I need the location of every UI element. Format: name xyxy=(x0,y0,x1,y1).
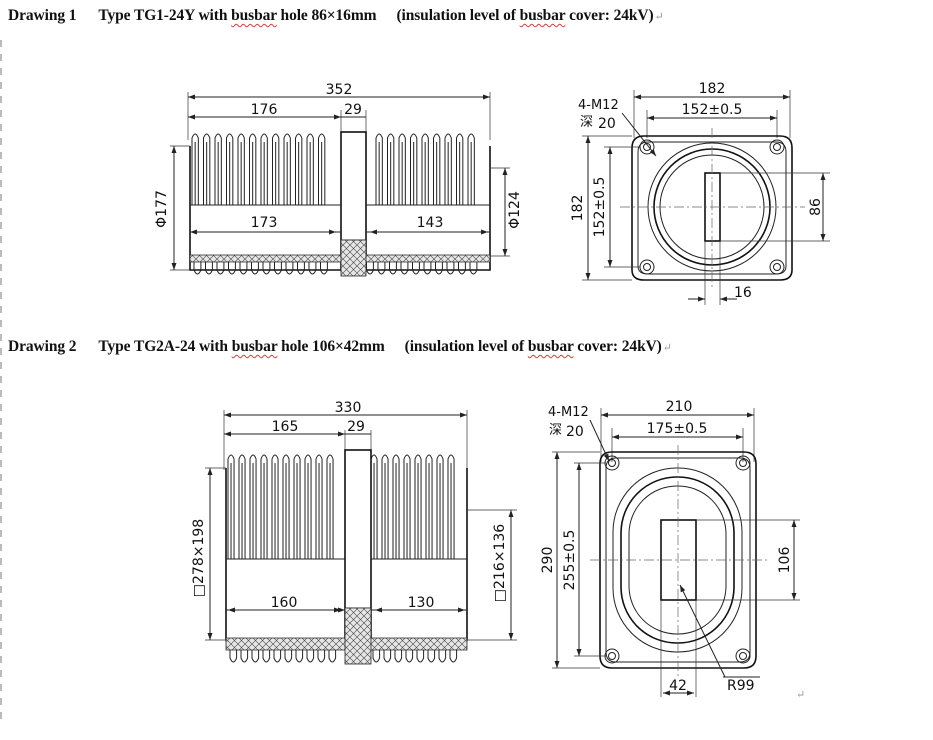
drawing1-side-view: 352 176 29 173 143 Φ177 Φ124 xyxy=(154,82,523,277)
d1-left-inner-dim: 173 xyxy=(251,215,278,231)
left-margin-guide xyxy=(0,40,2,720)
d1-inner-dia: Φ124 xyxy=(507,191,523,229)
drawing2-note-pre: (insulation level of xyxy=(404,338,528,355)
d2-half-dim: 165 xyxy=(272,419,299,435)
d1-end-width: 182 xyxy=(699,81,726,97)
d1-end-hole-h: 152±0.5 xyxy=(682,102,743,118)
drawing1-note-post: cover: 24kV) xyxy=(565,7,654,24)
d1-bolt-depth-glyph: 深 xyxy=(580,115,593,130)
d1-end-hole-v: 152±0.5 xyxy=(592,177,608,238)
d2-end-hole-h: 175±0.5 xyxy=(647,421,708,437)
d2-band-dim: 29 xyxy=(347,419,365,435)
d2-slot-height: 106 xyxy=(777,547,793,574)
d2-left-inner-dim: 160 xyxy=(271,595,298,611)
d1-end-height: 182 xyxy=(570,195,586,222)
paragraph-mark: ↵ xyxy=(654,11,664,23)
drawing1-caption: Drawing 1 Type TG1-24Y with busbar hole 8… xyxy=(8,7,664,25)
d1-overall-dim: 352 xyxy=(326,82,353,98)
d2-overall-dim: 330 xyxy=(335,400,362,416)
drawing1-busbar-word: busbar xyxy=(231,7,277,24)
d1-slot-height: 86 xyxy=(808,198,824,216)
drawing2-end-view: 210 175±0.5 4-M12 深 20 290 255±0.5 106 xyxy=(540,399,800,697)
drawing2-type-text: Type TG2A-24 with xyxy=(98,338,232,355)
d2-end-height: 290 xyxy=(540,547,556,574)
drawing1-hole-text: hole 86×16mm xyxy=(276,7,377,24)
d2-bolt-depth: 20 xyxy=(566,424,584,440)
d2-outer-size: □278×198 xyxy=(191,519,207,597)
d2-bolt-spec: 4-M12 xyxy=(548,405,589,420)
d1-outer-dia: Φ177 xyxy=(154,190,170,228)
end-paragraph-mark: ↵ xyxy=(796,689,806,701)
drawing2-label: Drawing 2 xyxy=(8,338,77,355)
d1-half-dim: 176 xyxy=(251,102,278,118)
drawing2-side-view: 330 165 29 160 130 □278×198 □216×136 xyxy=(191,400,517,665)
drawing2-note-post: cover: 24kV) xyxy=(573,338,662,355)
d2-bolt-depth-glyph: 深 xyxy=(549,423,562,438)
d2-radius: R99 xyxy=(727,678,755,694)
d1-right-inner-dim: 143 xyxy=(417,215,444,231)
drawing2-note-busbar: busbar xyxy=(527,338,574,355)
d1-band-dim: 29 xyxy=(344,102,362,118)
drawing2-caption: Drawing 2 Type TG2A-24 with busbar hole 1… xyxy=(8,338,672,356)
d2-end-hole-v: 255±0.5 xyxy=(562,530,578,591)
d2-right-inner-dim: 130 xyxy=(408,595,435,611)
d1-bolt-depth: 20 xyxy=(598,116,616,132)
d1-bolt-spec: 4-M12 xyxy=(578,98,619,113)
paragraph-mark: ↵ xyxy=(662,342,672,354)
d2-bolt-holes xyxy=(604,455,751,664)
d1-slot-width: 16 xyxy=(734,285,752,301)
drawing2-hole-text: hole 106×42mm xyxy=(277,338,385,355)
d2-slot-width: 42 xyxy=(669,678,687,694)
drawing1-end-view: 182 152±0.5 4-M12 深 20 182 152±0.5 xyxy=(570,81,830,305)
d2-inner-size: □216×136 xyxy=(492,524,508,602)
drawing1-type-text: Type TG1-24Y with xyxy=(98,7,232,24)
d2-end-width: 210 xyxy=(666,399,693,415)
drawing1-note-pre: (insulation level of xyxy=(396,7,520,24)
drawing2-busbar-word: busbar xyxy=(231,338,278,355)
drawing1-note-busbar: busbar xyxy=(519,7,566,24)
drawing1-label: Drawing 1 xyxy=(8,7,77,24)
